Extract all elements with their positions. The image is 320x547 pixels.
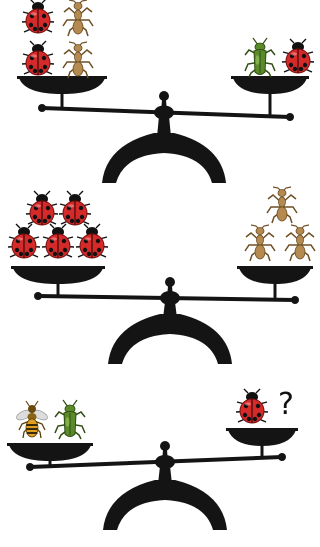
cicada-icon: [245, 38, 275, 77]
ladybug-icon: [282, 39, 314, 73]
balance-scale-2: [8, 187, 315, 364]
scale-knob: [159, 91, 169, 101]
ladybug-icon: [59, 191, 91, 225]
ladybug-icon: [22, 41, 54, 75]
ant-icon: [285, 225, 315, 261]
bee-icon: [15, 401, 49, 438]
ant-icon: [63, 42, 93, 78]
left-pan: [19, 78, 105, 94]
cicada-icon: [55, 400, 85, 439]
right-pan: [228, 430, 296, 446]
ladybug-icon: [42, 224, 74, 258]
ant-icon: [267, 187, 297, 223]
left-pan: [13, 268, 103, 284]
scale-base: [102, 133, 226, 183]
right-pan: [233, 78, 307, 94]
ant-icon: [245, 225, 275, 261]
ladybug-icon: [26, 191, 58, 225]
balance-scale-3: [7, 389, 298, 530]
balance-scale-1: [17, 0, 314, 183]
right-pan: [239, 268, 311, 284]
scale-knob: [165, 277, 175, 287]
ladybug-icon: [22, 0, 54, 33]
scale-knob: [160, 441, 170, 451]
left-pan: [9, 445, 91, 461]
scale-base: [103, 480, 227, 530]
ladybug-icon: [76, 224, 108, 258]
ant-icon: [63, 0, 93, 36]
scale-base: [108, 314, 232, 364]
ladybug-icon: [236, 389, 268, 423]
question-mark: ?: [278, 387, 294, 422]
ladybug-icon: [8, 224, 40, 258]
